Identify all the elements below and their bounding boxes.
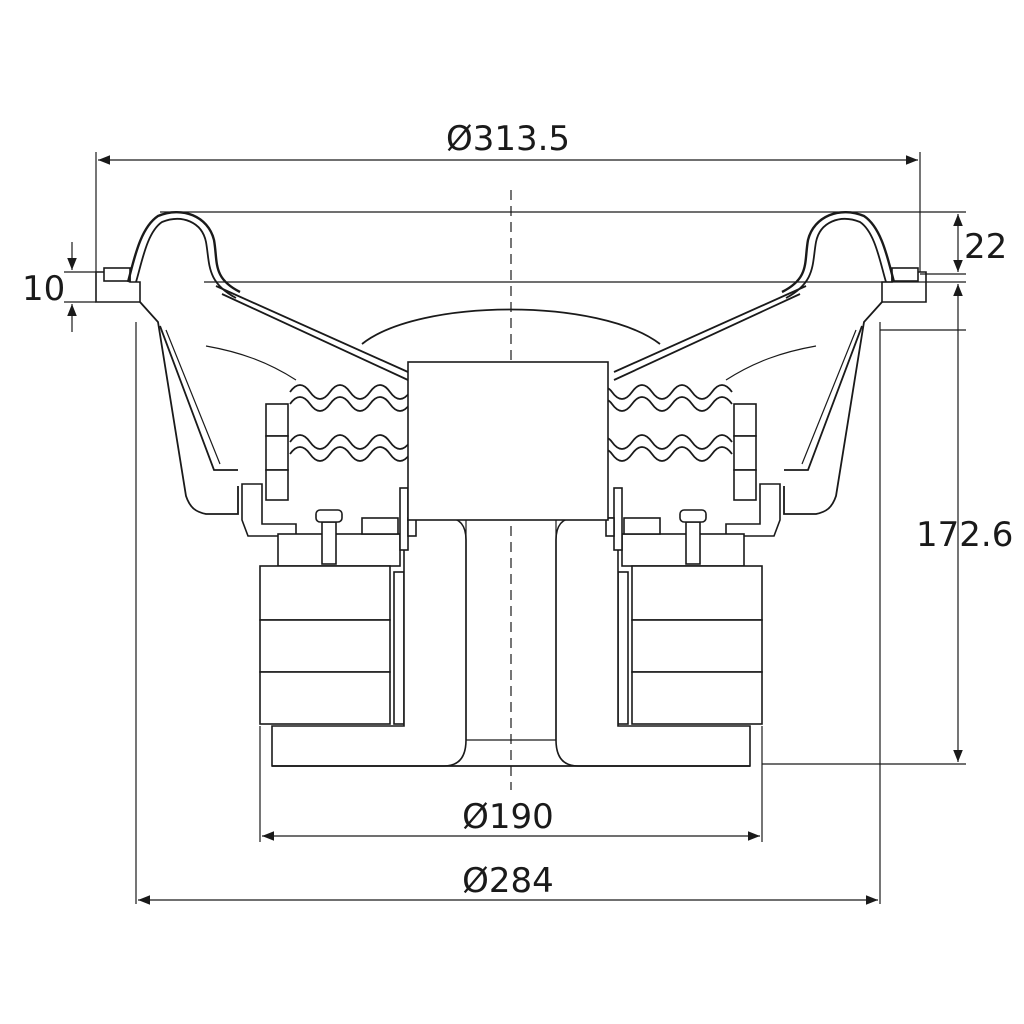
top-plate-ring-right bbox=[621, 533, 745, 567]
basket-right-inner bbox=[784, 325, 863, 471]
bolt-left bbox=[321, 521, 337, 565]
small-plate-left bbox=[361, 517, 399, 535]
top-plate-ring-left bbox=[277, 533, 401, 567]
basket-right-rib bbox=[801, 329, 857, 465]
surround-left bbox=[126, 211, 241, 294]
magnet-upper-left bbox=[259, 565, 391, 621]
magnet-mid-right bbox=[631, 619, 763, 673]
voice-coil-right bbox=[613, 487, 623, 551]
small-plate-right bbox=[623, 517, 661, 535]
spider-upper-right-b bbox=[601, 396, 733, 412]
spider-mount-right-2 bbox=[733, 435, 757, 471]
spider-mount-right-3 bbox=[733, 469, 757, 501]
dim-surround-height: 22 bbox=[964, 227, 1007, 267]
voice-coil-former bbox=[407, 361, 609, 521]
spider-mount-left-2 bbox=[265, 435, 289, 471]
basket-right-window bbox=[725, 345, 817, 381]
voice-coil-left bbox=[399, 487, 409, 551]
spider-mount-left-3 bbox=[265, 469, 289, 501]
dim-overall-diameter: Ø313.5 bbox=[446, 119, 570, 159]
dim-basket-diameter: Ø284 bbox=[462, 861, 554, 901]
surround-right-inner bbox=[785, 218, 887, 299]
coil-tab-right bbox=[605, 517, 615, 537]
spider-lower-right-b bbox=[601, 446, 733, 462]
spider-lower-left bbox=[289, 434, 421, 450]
flange-clip-left bbox=[103, 267, 131, 282]
surround-left-inner bbox=[135, 218, 237, 299]
top-plate-right bbox=[725, 483, 781, 537]
dim-flange-height: 10 bbox=[22, 269, 65, 309]
cone-left-back bbox=[221, 293, 409, 381]
basket-left bbox=[139, 301, 239, 515]
basket-left-rib bbox=[165, 329, 221, 465]
top-plate-left bbox=[241, 483, 297, 537]
spider-mount-right-1 bbox=[733, 403, 757, 437]
speaker-left-half bbox=[95, 211, 467, 767]
cone-left bbox=[215, 285, 409, 373]
dim-depth: 172.6 bbox=[916, 515, 1013, 555]
gap-liner-right bbox=[617, 571, 629, 725]
basket-right bbox=[783, 301, 883, 515]
surround-right bbox=[781, 211, 896, 294]
dust-cap bbox=[361, 308, 661, 345]
magnet-upper-right bbox=[631, 565, 763, 621]
spider-lower-right bbox=[601, 434, 733, 450]
cone-right-back bbox=[613, 293, 801, 381]
magnet-mid-left bbox=[259, 619, 391, 673]
spider-upper-left bbox=[289, 384, 421, 400]
flange-clip-right bbox=[891, 267, 919, 282]
basket-left-window bbox=[205, 345, 297, 381]
magnet-lower-right bbox=[631, 671, 763, 725]
cone-right bbox=[613, 285, 807, 373]
basket-left-inner bbox=[159, 325, 238, 471]
gap-liner-left bbox=[393, 571, 405, 725]
bolt-head-right bbox=[679, 509, 707, 523]
bolt-right bbox=[685, 521, 701, 565]
magnet-lower-left bbox=[259, 671, 391, 725]
spider-mount-left-1 bbox=[265, 403, 289, 437]
speaker-right-half bbox=[555, 211, 927, 767]
bolt-head-left bbox=[315, 509, 343, 523]
dim-magnet-diameter: Ø190 bbox=[462, 797, 554, 837]
spider-upper-right bbox=[601, 384, 733, 400]
